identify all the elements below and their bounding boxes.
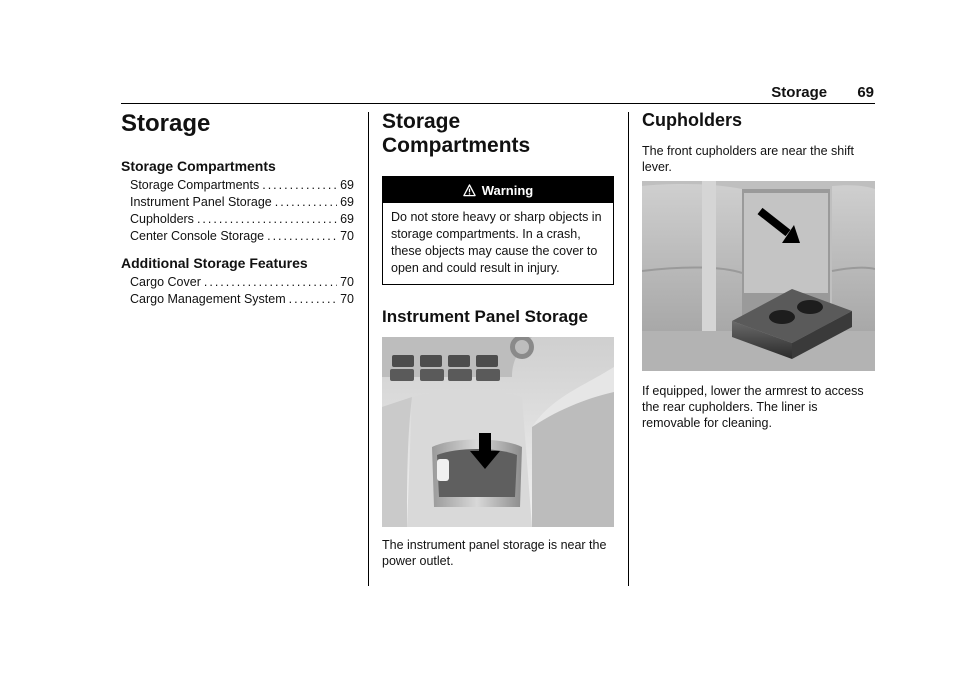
arrow-down-icon — [757, 207, 800, 243]
toc-entry-page: 69 — [340, 178, 354, 192]
toc-entry-label: Cupholders — [130, 212, 194, 226]
toc-entry[interactable]: Storage Compartments 69 — [121, 177, 354, 194]
toc-leader — [267, 228, 337, 245]
toc-entry-label: Center Console Storage — [130, 229, 265, 243]
toc-entry-label: Instrument Panel Storage — [130, 195, 272, 209]
toc-entry-page: 70 — [340, 229, 354, 243]
header-page-number: 69 — [857, 84, 874, 101]
toc-entry-label: Storage Compartments — [130, 178, 260, 192]
subsection-title: Instrument Panel Storage — [382, 307, 588, 326]
toc-leader — [262, 177, 337, 194]
toc-leader — [197, 211, 337, 228]
toc-entry-page: 70 — [340, 275, 354, 289]
section-title: Storage Compartments — [382, 110, 531, 157]
toc-entry[interactable]: Cupholders 69 — [121, 211, 354, 228]
toc-entry-page: 70 — [340, 292, 354, 306]
toc-leader — [289, 291, 337, 308]
toc-section-heading: Additional Storage Features — [121, 255, 308, 271]
storage-compartments-column: Storage Compartments Warning Do not stor… — [382, 110, 614, 569]
toc-column: Storage Storage Compartments Storage Com… — [121, 110, 354, 308]
toc-entry-label: Cargo Cover — [130, 275, 201, 289]
rear-cupholders-illustration — [642, 181, 875, 371]
toc-section-heading: Storage Compartments — [121, 158, 276, 174]
toc-leader — [204, 274, 337, 291]
warning-triangle-icon — [463, 183, 476, 196]
toc-entry-label: Cargo Management System — [130, 292, 286, 306]
chapter-title: Storage — [121, 110, 211, 137]
rear-cupholders-text: If equipped, lower the armrest to access… — [642, 384, 864, 430]
cupholders-intro-text: The front cupholders are near the shift … — [642, 144, 854, 174]
header-section-title: Storage — [771, 84, 828, 101]
warning-label: Warning — [481, 182, 534, 198]
toc-entry[interactable]: Cargo Cover 70 — [121, 274, 354, 291]
column-divider-2 — [628, 112, 629, 586]
arrow-down-icon — [470, 433, 500, 469]
warning-header: Warning — [383, 177, 613, 203]
instrument-panel-storage-illustration — [382, 337, 614, 527]
running-header: Storage 69 — [771, 84, 874, 101]
warning-box: Warning Do not store heavy or sharp obje… — [382, 176, 614, 285]
toc-leader — [275, 194, 337, 211]
warning-text: Do not store heavy or sharp objects in s… — [391, 210, 602, 275]
toc-entry-page: 69 — [340, 212, 354, 226]
cupholders-column: Cupholders The front cupholders are near… — [642, 110, 875, 431]
instrument-panel-storage-text: The instrument panel storage is near the… — [382, 538, 607, 568]
toc-entry-page: 69 — [340, 195, 354, 209]
header-rule — [121, 103, 875, 104]
section-title: Cupholders — [642, 110, 743, 130]
toc-entry[interactable]: Center Console Storage 70 — [121, 228, 354, 245]
column-divider-1 — [368, 112, 369, 586]
toc-entry[interactable]: Cargo Management System 70 — [121, 291, 354, 308]
toc-entry[interactable]: Instrument Panel Storage 69 — [121, 194, 354, 211]
